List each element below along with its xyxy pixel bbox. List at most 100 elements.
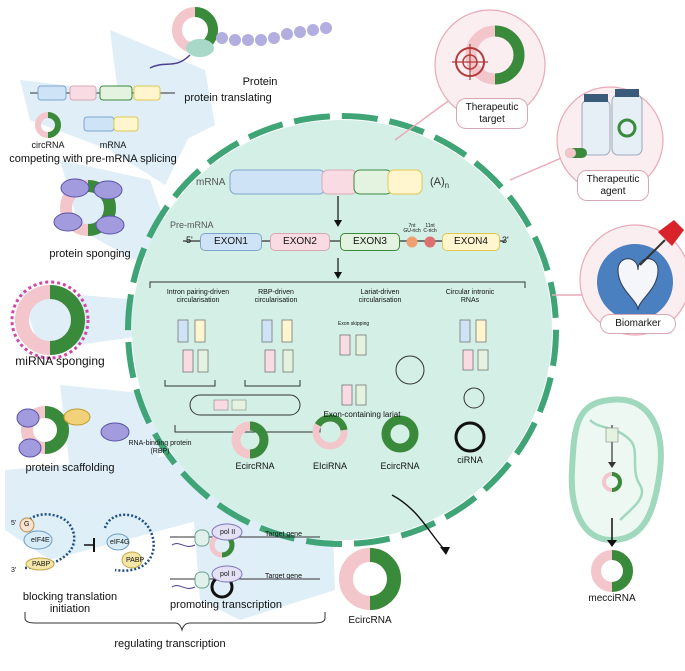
exon-block <box>231 399 247 411</box>
pol-ii-label-2: pol II <box>220 571 236 578</box>
protein-translating-group <box>149 7 218 69</box>
protein-blob <box>18 438 42 458</box>
product-cirna: ciRNA <box>457 455 483 465</box>
pin-icon <box>658 220 684 246</box>
exon-block <box>355 384 367 406</box>
exon-block <box>37 85 67 101</box>
mirna-fringe <box>10 280 90 360</box>
mechanism-intron-pairing: Intron pairing-driven circularisation <box>166 289 230 304</box>
arrowhead <box>608 462 616 468</box>
protein-blob <box>63 408 91 426</box>
eif4e-blob <box>23 530 53 550</box>
therapeutic-target-box: Therapeutic target <box>456 98 528 129</box>
competing-label: competing with pre-mRNA splicing <box>9 153 177 165</box>
exon-block <box>177 319 189 343</box>
transcript-squiggle <box>171 585 196 589</box>
mechanism-circular-intronic: Circular intronic RNAs <box>445 289 495 304</box>
mechanism-lariat-driven: Lariat-driven circularisation <box>358 289 402 304</box>
protein-label: Protein <box>242 76 278 88</box>
mechanism-rbp-driven: RBP-driven circularisation <box>254 289 298 304</box>
mrna-tail <box>149 54 191 69</box>
rbp-label: RNA-binding protein (RBP) <box>128 440 192 455</box>
exon-block <box>282 349 294 373</box>
exon-block <box>69 85 97 101</box>
therapeutic-agent-panel <box>556 86 664 194</box>
eif4e-blob <box>106 533 130 551</box>
exon-block <box>605 427 619 443</box>
pol-ii-blob <box>211 565 243 583</box>
exon-block <box>459 319 471 343</box>
lariat-circle <box>395 355 425 385</box>
competing-group <box>30 85 175 138</box>
exon-skipping-label: Exon skipping <box>338 321 370 327</box>
exon-block <box>264 349 276 373</box>
vial-cap-icon <box>584 94 608 102</box>
protein-blob <box>60 178 90 198</box>
protein-blob <box>93 180 123 200</box>
vial-cap-icon <box>615 89 639 97</box>
protein-sponging-label: protein sponging <box>49 248 131 260</box>
factor-blob <box>194 571 210 589</box>
pin-needle-icon <box>639 239 666 266</box>
exon1-block <box>229 169 326 195</box>
pol-ii-label: pol II <box>220 529 236 536</box>
bracket <box>164 380 216 387</box>
five-prime-label: 5' <box>11 520 17 527</box>
exon2-block <box>321 169 358 195</box>
c-rich-element <box>424 236 436 248</box>
exon-block <box>182 349 194 373</box>
eif4g-label: eIF4G <box>110 539 130 546</box>
arrow-shape <box>5 455 215 560</box>
protein-scaffolding-group <box>16 406 130 458</box>
mechanism-drawings <box>177 319 489 406</box>
export-arrow <box>391 494 446 551</box>
mitochondrion <box>568 396 664 544</box>
amino-acid-bead <box>216 32 228 44</box>
mitochondrion-membrane <box>568 396 664 544</box>
amino-acid-bead <box>268 32 280 44</box>
bottom-ecircrna-label: EcircRNA <box>348 615 392 626</box>
mrna-strand <box>229 169 423 195</box>
pabp-label: PABP <box>32 561 51 568</box>
exon4-block <box>387 169 423 195</box>
arrow-shape <box>20 80 190 185</box>
exon-block <box>339 334 351 356</box>
lariat-loop <box>189 394 301 416</box>
peptide-chain <box>216 22 332 46</box>
pabp-blob <box>121 551 143 569</box>
pabp-label-2: PABP <box>126 557 145 564</box>
product-ecircrna-1: EcircRNA <box>235 461 275 471</box>
three-prime-label: 3' <box>11 567 17 574</box>
c-rich-label: 11nt C-rich <box>423 223 437 234</box>
cell-membrane <box>125 113 559 547</box>
poly-a-label: (A)n <box>430 177 449 190</box>
mirna-sponging-group <box>10 280 90 360</box>
amino-acid-bead <box>255 34 267 46</box>
exon-block <box>341 384 353 406</box>
circrna-arc <box>44 406 69 454</box>
factor-blob <box>194 529 210 547</box>
pabp-blob <box>25 557 55 571</box>
exon-block <box>213 399 229 411</box>
protein-blob <box>95 215 125 235</box>
poly-a-text: (A) <box>430 176 445 188</box>
exon3-block <box>353 169 393 195</box>
cap-g-label: G <box>24 521 30 528</box>
ribosome-icon <box>186 39 214 57</box>
circrna-icon <box>617 118 637 138</box>
pol-ii-blob <box>211 523 243 541</box>
arrowhead <box>334 272 342 279</box>
transcript-squiggle <box>171 543 196 547</box>
mrna-cell-label: mRNA <box>196 177 226 188</box>
circrna-ring-arc <box>494 25 525 85</box>
heart-icon <box>617 258 659 311</box>
exon-block <box>113 116 139 132</box>
rbp-blob <box>100 422 130 442</box>
product-eicirna: EIciRNA <box>312 461 348 471</box>
amino-acid-bead <box>294 26 306 38</box>
protein-blob <box>53 212 83 232</box>
target-gene-label: Target gene <box>265 531 302 538</box>
meccirna-label: mecciRNA <box>588 593 636 604</box>
exon1-box: EXON1 <box>200 233 262 251</box>
